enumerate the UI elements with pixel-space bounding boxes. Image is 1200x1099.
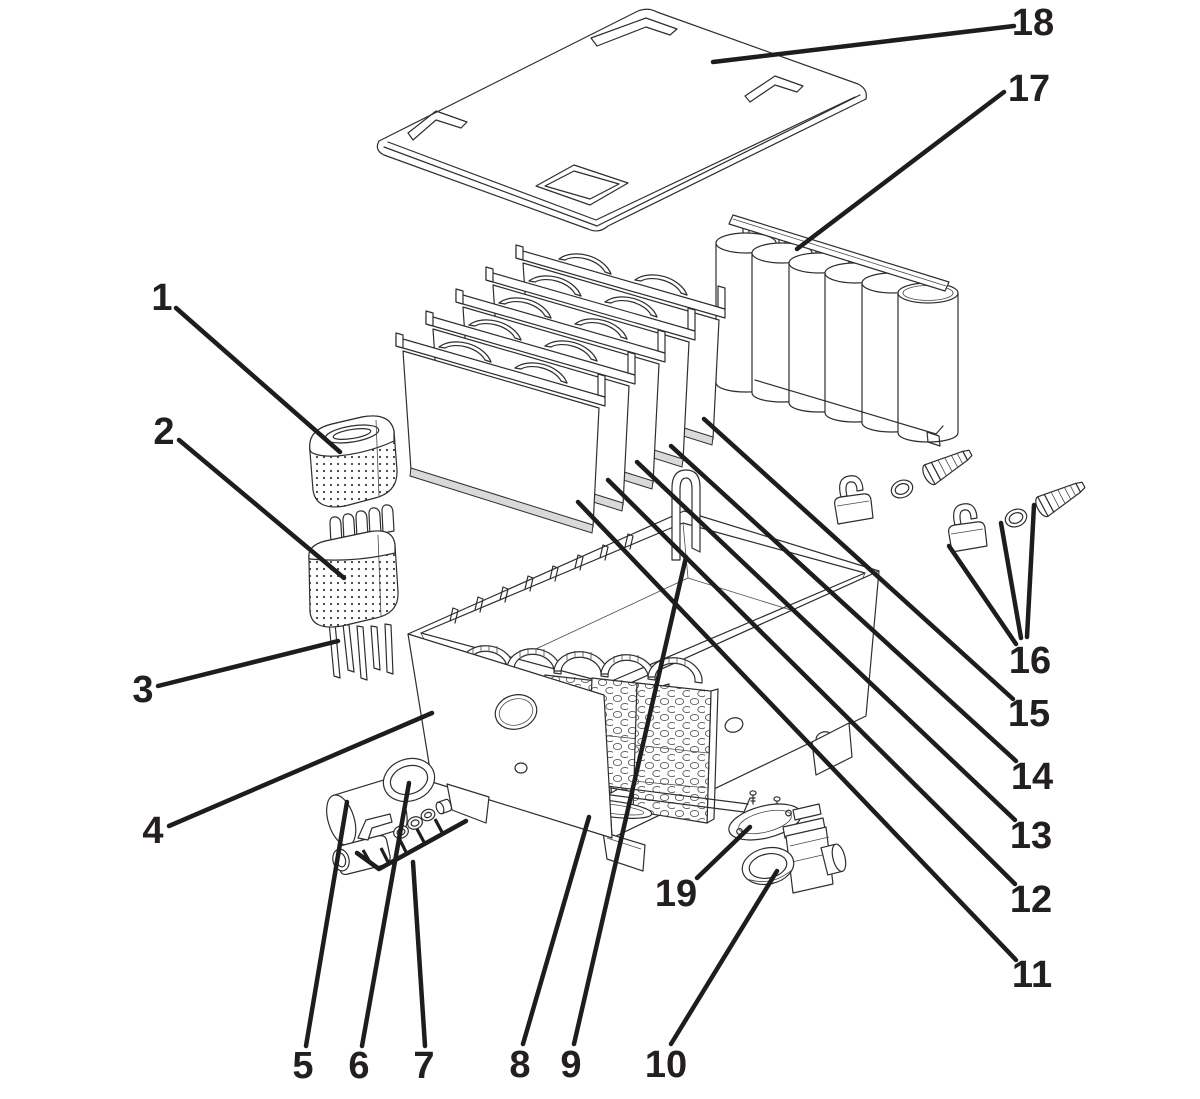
callout-label-12: 12	[1010, 879, 1052, 921]
callout-label-4: 4	[142, 810, 163, 852]
latch-clip	[947, 503, 988, 553]
lid-corner-tab	[590, 17, 678, 47]
leader-line-10	[668, 868, 780, 1047]
filter-foam-coarse	[309, 415, 398, 508]
callout-label-2: 2	[153, 411, 174, 453]
outlet-valve-assembly	[728, 790, 847, 894]
callout-label-9: 9	[560, 1044, 581, 1086]
leader-line-12	[605, 477, 1018, 887]
callout-label-18: 18	[1012, 2, 1054, 44]
leader-line-8	[520, 814, 592, 1047]
bio-cylinder-row	[715, 214, 959, 447]
screw	[749, 790, 757, 805]
leader-line-13	[634, 459, 1018, 823]
callout-label-1: 1	[151, 277, 172, 319]
callout-label-19: 19	[655, 873, 697, 915]
lid-corner-tab	[407, 110, 468, 141]
leader-line-1	[173, 305, 343, 455]
bio-cylinder	[897, 276, 959, 443]
leader-line-16	[998, 520, 1024, 641]
hardware-set	[833, 442, 1090, 553]
lid-corner-tab	[744, 75, 804, 103]
leader-line-5	[303, 799, 350, 1049]
leader-line-16	[1024, 502, 1037, 640]
callout-label-7: 7	[413, 1045, 434, 1087]
outlet-hole	[724, 717, 744, 733]
callout-label-17: 17	[1008, 68, 1050, 110]
leader-line-16	[946, 543, 1019, 647]
leader-line-2	[176, 437, 347, 581]
rim-pins	[449, 533, 634, 624]
leader-line-11	[575, 499, 1019, 963]
tank-left-wall	[407, 633, 613, 839]
comb-tines-bottom	[328, 621, 394, 681]
callout-label-8: 8	[509, 1044, 530, 1086]
barbed-fitting	[1032, 474, 1090, 520]
leader-line-9	[571, 554, 689, 1047]
wall-hole	[494, 694, 538, 730]
callout-label-16: 16	[1009, 640, 1051, 682]
lid	[376, 8, 867, 232]
tank-foot	[446, 783, 490, 824]
filter-foam-with-comb	[308, 504, 399, 681]
callout-label-14: 14	[1011, 756, 1053, 798]
leader-line-18	[710, 23, 1017, 65]
callout-label-15: 15	[1008, 693, 1050, 735]
o-ring	[888, 476, 916, 502]
lid-corner-tab	[535, 164, 629, 206]
callout-label-10: 10	[645, 1044, 687, 1086]
tank	[407, 469, 880, 872]
media-cartridges	[446, 644, 719, 824]
callout-label-6: 6	[348, 1045, 369, 1087]
leader-line-6	[359, 780, 412, 1049]
callout-label-11: 11	[1012, 954, 1052, 996]
u-pipe-handle	[671, 469, 701, 561]
cylinder-rail	[728, 214, 950, 292]
leader-line-19	[694, 824, 753, 881]
media-cartridge	[632, 657, 719, 824]
latch-clip	[833, 475, 874, 525]
o-ring	[1002, 505, 1030, 531]
barbed-fitting	[919, 442, 977, 488]
leader-line-4	[166, 710, 435, 829]
callout-label-13: 13	[1010, 815, 1052, 857]
comb-fingers-top	[329, 504, 395, 546]
group-bracket-ticks	[361, 818, 445, 865]
tank-foot	[811, 722, 853, 776]
callout-label-5: 5	[292, 1045, 313, 1087]
large-o-ring	[382, 757, 436, 803]
callout-label-3: 3	[132, 669, 153, 711]
wall-hole-small	[514, 762, 528, 774]
leader-line-7	[410, 859, 428, 1049]
tank-foot	[602, 831, 646, 872]
group-bracket	[354, 818, 469, 872]
leader-line-3	[155, 638, 341, 689]
leader-line-15	[701, 416, 1016, 702]
leader-line-14	[668, 443, 1019, 764]
leader-line-17	[794, 89, 1007, 252]
